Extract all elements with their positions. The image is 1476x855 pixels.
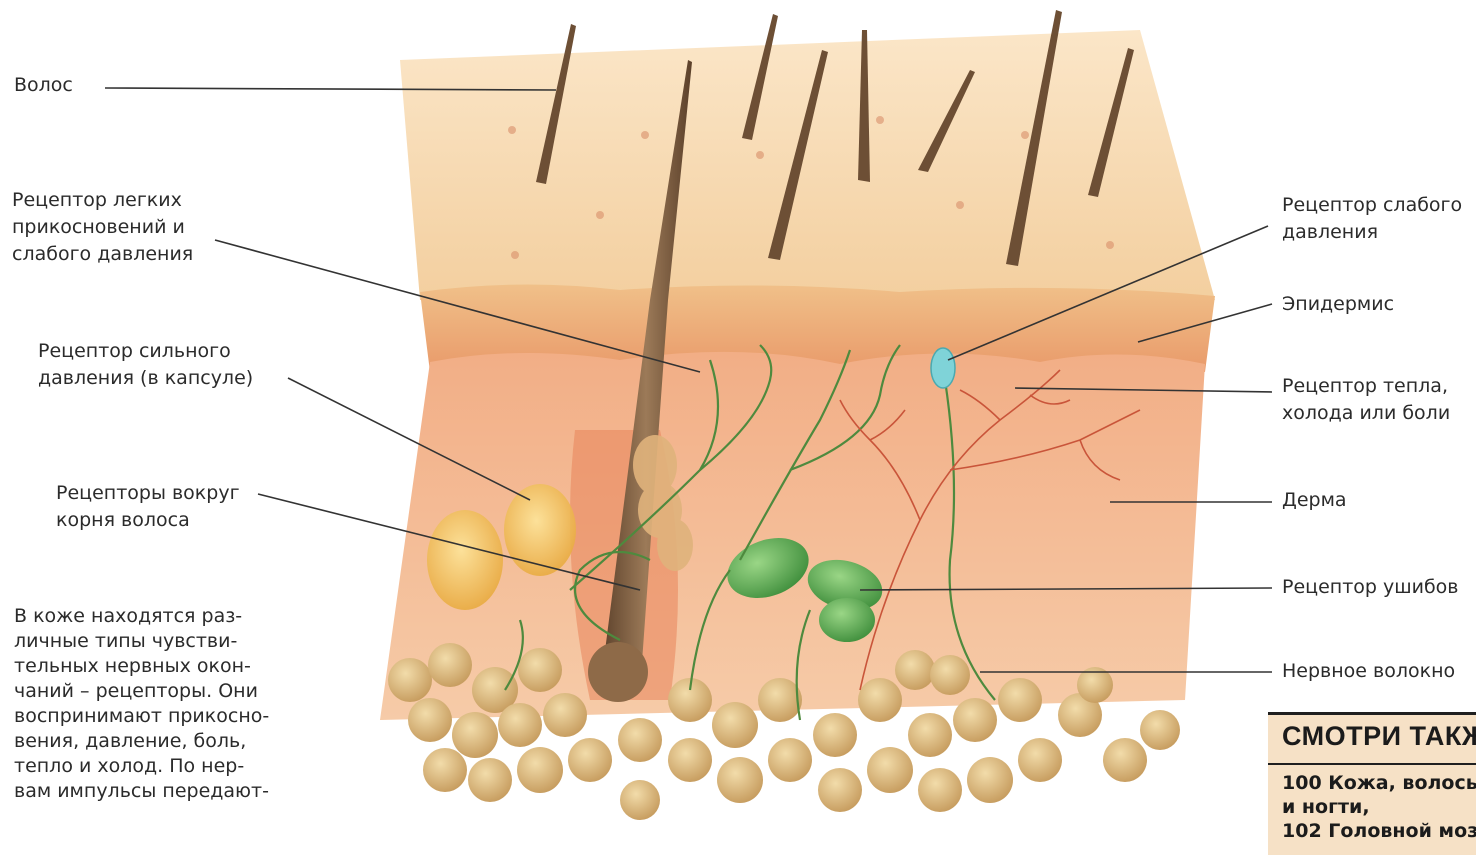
pressure-capsule-right: [504, 484, 576, 576]
label-strong-pressure-receptor: Рецептор сильного давления (в капсуле): [38, 338, 253, 392]
bruise-receptor-c: [819, 598, 875, 642]
dermis-layer: [380, 352, 1205, 720]
see-also-title: СМОТРИ ТАКЖЕ: [1282, 721, 1476, 752]
see-also-box: СМОТРИ ТАКЖЕ 100 Кожа, волосы и ногти, 1…: [1268, 712, 1476, 855]
label-hair: Волос: [14, 72, 73, 99]
label-root-receptors: Рецепторы вокруг корня волоса: [56, 480, 240, 534]
label-epidermis: Эпидермис: [1282, 291, 1394, 318]
hair-bulb: [588, 642, 648, 702]
skin-surface: [400, 30, 1215, 300]
description-text: В коже находятся раз- личные типы чувств…: [14, 604, 314, 804]
label-light-touch-receptor: Рецептор легких прикосновений и слабого …: [12, 187, 193, 268]
pressure-capsule-left: [427, 510, 503, 610]
label-bruise-receptor: Рецептор ушибов: [1282, 574, 1459, 601]
label-weak-pressure-receptor: Рецептор слабого давления: [1282, 192, 1462, 246]
weak-pressure-receptor: [931, 348, 955, 388]
label-nerve-fiber: Нервное волокно: [1282, 658, 1455, 685]
see-also-links: 100 Кожа, волосы и ногти, 102 Головной м…: [1282, 771, 1476, 843]
see-also-divider: [1268, 763, 1476, 765]
label-dermis: Дерма: [1282, 487, 1347, 514]
label-temperature-pain-receptor: Рецептор тепла, холода или боли: [1282, 373, 1450, 427]
